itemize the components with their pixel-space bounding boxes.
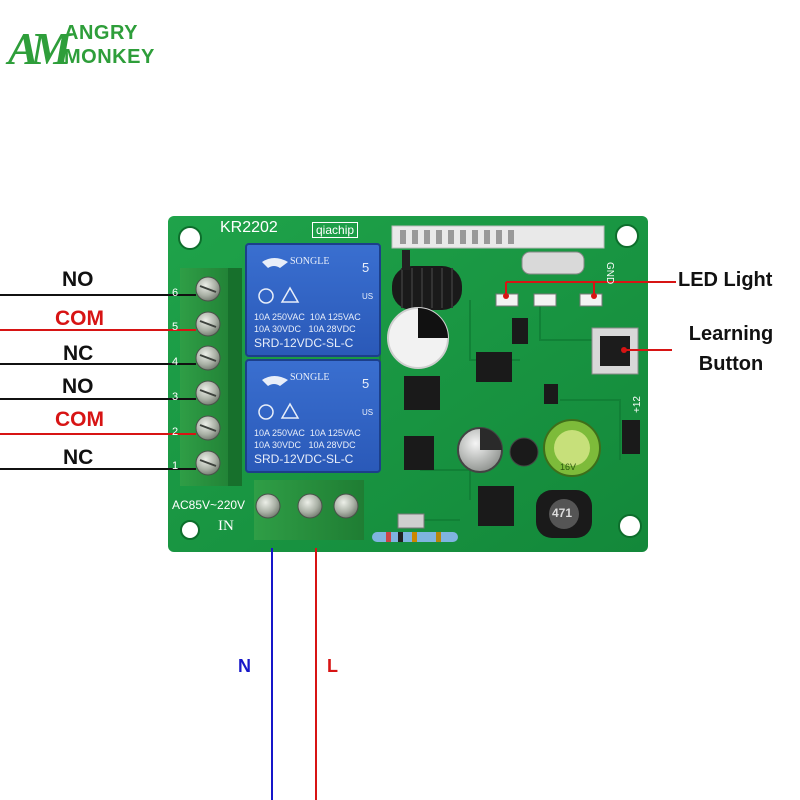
terminal-label-3: NO <box>62 375 94 398</box>
button-leader-dot <box>621 347 627 353</box>
relay-2-rating-2: 10A 30VDC 10A 28VDC <box>254 440 356 450</box>
gnd-label: GND <box>604 262 615 285</box>
capacitor-label: 16V <box>560 462 577 472</box>
terminal-number: 1 <box>172 460 179 472</box>
neutral-label: N <box>238 656 251 676</box>
mounting-hole <box>180 520 200 540</box>
mounting-hole <box>178 226 202 250</box>
relay-cert-marks <box>258 286 300 420</box>
screw-slot <box>199 285 217 293</box>
relay-1 <box>245 243 381 357</box>
screw-slot <box>199 354 217 362</box>
screw-slot <box>199 459 217 467</box>
inductor-core <box>549 499 579 529</box>
mounting-hole <box>615 224 639 248</box>
relay-1-model: SRD-12VDC-SL-C <box>254 336 354 350</box>
crystal-oscillator <box>521 251 585 275</box>
board-model: KR2202 <box>220 219 278 236</box>
relay-2 <box>245 359 381 473</box>
capacitor-small <box>509 437 539 467</box>
plus12-label: +12 <box>632 396 643 413</box>
relay-1-rating-2: 10A 30VDC 10A 28VDC <box>254 324 356 334</box>
logo-mark: AM <box>8 23 72 74</box>
terminal-number: 2 <box>172 426 179 438</box>
terminal-number: 6 <box>172 287 179 299</box>
live-label: L <box>327 656 338 676</box>
relay-2-brand: SONGLE <box>290 372 330 383</box>
relay-2-rating-1: 10A 250VAC 10A 125VAC <box>254 428 361 438</box>
relay-2-model: SRD-12VDC-SL-C <box>254 452 354 466</box>
learning-button-annotation-1: Learning <box>688 323 774 345</box>
buzzer-mark <box>418 308 448 338</box>
terminal-screws <box>195 276 359 519</box>
output-wires <box>0 294 196 470</box>
learning-button-annotation-2: Button <box>698 353 764 375</box>
input-label: IN <box>218 518 234 534</box>
power-input-label: AC85V~220V <box>172 498 246 512</box>
diode <box>622 420 640 454</box>
rf-header-pins <box>400 230 514 244</box>
transistor-2 <box>544 384 558 404</box>
terminal-number: 3 <box>172 391 179 403</box>
antenna-wire <box>402 250 410 270</box>
terminal-label-4: NC <box>63 342 94 365</box>
board-brand: qiachip <box>312 222 359 238</box>
terminal-label-5: COM <box>55 307 104 330</box>
ic-chip-2 <box>404 376 440 410</box>
screw-slot <box>199 320 217 328</box>
terminal-label-2: COM <box>55 408 104 431</box>
logo-line-2: MONKEY <box>64 46 155 68</box>
relay-1-cert-number: 5 <box>362 260 370 275</box>
screw-slot <box>199 424 217 432</box>
led-light-annotation: LED Light <box>678 269 773 291</box>
relay-2-cert-number: 5 <box>362 376 370 391</box>
transistor <box>512 318 528 344</box>
capacitor-1-mark <box>480 428 502 450</box>
terminal-block-side <box>228 268 242 486</box>
terminal-number: 5 <box>172 321 179 333</box>
led-3 <box>579 293 603 307</box>
mounting-hole <box>618 514 642 538</box>
terminal-label-1: NC <box>63 446 94 469</box>
relay-1-rating-1: 10A 250VAC 10A 125VAC <box>254 312 361 322</box>
inductor-label: 471 <box>552 506 573 520</box>
led-2 <box>533 293 557 307</box>
power-terminal-screw <box>297 493 323 519</box>
power-terminal-screw <box>255 493 281 519</box>
brand-logo: AM ANGRY MONKEY <box>8 18 168 74</box>
led-leader-dot <box>591 293 597 299</box>
screw-slot <box>199 389 217 397</box>
ic-chip-1 <box>476 352 512 382</box>
fuse <box>397 513 425 529</box>
antenna-coil-windings <box>401 268 453 308</box>
relay-1-cert-mark: US <box>362 292 374 301</box>
led-leader-dot <box>503 293 509 299</box>
ic-chip-4 <box>478 486 514 526</box>
relay-2-cert-mark: US <box>362 408 374 417</box>
relay-logo-marks <box>262 258 288 386</box>
capacitor-2-top <box>554 430 590 466</box>
antenna-coil <box>392 266 462 310</box>
ic-chip-3 <box>404 436 434 470</box>
logo-line-1: ANGRY <box>64 22 138 44</box>
relay-1-brand: SONGLE <box>290 256 330 267</box>
terminal-label-6: NO <box>62 268 94 291</box>
terminal-number: 4 <box>172 356 179 368</box>
power-terminal-screw <box>333 493 359 519</box>
